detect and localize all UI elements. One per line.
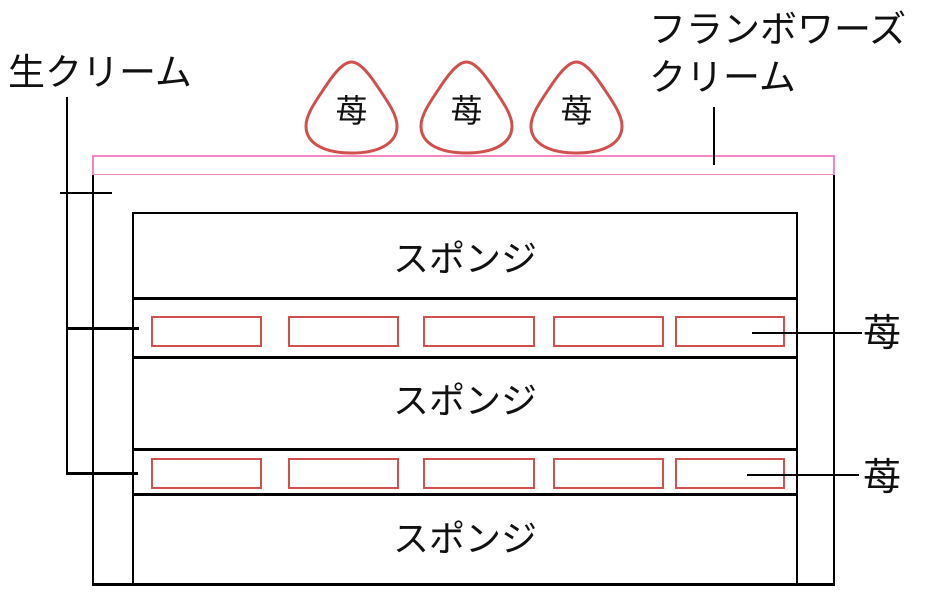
strawberry-piece: [151, 316, 262, 347]
strawberry-piece: [423, 316, 535, 347]
strawberry-drop-icon: [529, 60, 624, 155]
fresh-cream-tick-middle: [66, 327, 139, 330]
strawberry-drop-label: 苺: [335, 92, 368, 130]
framboise-cream-layer: [92, 155, 835, 176]
strawberry-piece: [288, 316, 399, 347]
strawberry-drop-icon: [419, 60, 514, 155]
strawberry-leader-line-top: [752, 332, 862, 334]
sponge-layer-3-label: スポンジ: [392, 519, 537, 560]
layer-divider: [132, 448, 798, 451]
strawberry-drop-label: 苺: [450, 92, 483, 130]
strawberry-piece: [288, 458, 399, 489]
strawberry-side-label-top: 苺: [863, 311, 902, 355]
fresh-cream-label: 生クリーム: [8, 51, 192, 94]
sponge-layer-1-label: スポンジ: [392, 239, 537, 280]
strawberry-drop-icon: [304, 60, 399, 155]
fresh-cream-tick-bottom: [66, 472, 138, 475]
strawberry-piece: [423, 458, 535, 489]
strawberry-piece: [675, 316, 785, 347]
strawberry-leader-line-bottom: [747, 474, 859, 476]
fresh-cream-tick-top: [60, 192, 112, 194]
strawberry-piece: [553, 458, 664, 489]
strawberry-side-label-bottom: 苺: [863, 455, 902, 499]
strawberry-piece: [151, 458, 262, 489]
fresh-cream-leader-line: [66, 97, 68, 474]
framboise-cream-label: フランボワーズ クリーム: [649, 6, 906, 102]
sponge-layer-2-label: スポンジ: [392, 381, 537, 422]
layer-divider: [132, 297, 798, 300]
framboise-leader-line: [713, 107, 715, 165]
framboise-cream-label-line1: フランボワーズ: [649, 8, 907, 51]
strawberry-drop-label: 苺: [560, 92, 593, 130]
sponge-stack-box: [132, 212, 798, 585]
framboise-cream-label-line2: クリーム: [649, 56, 796, 99]
strawberry-piece: [553, 316, 664, 347]
layer-divider: [132, 356, 798, 359]
strawberry-piece: [675, 458, 785, 489]
layer-divider: [132, 493, 798, 496]
